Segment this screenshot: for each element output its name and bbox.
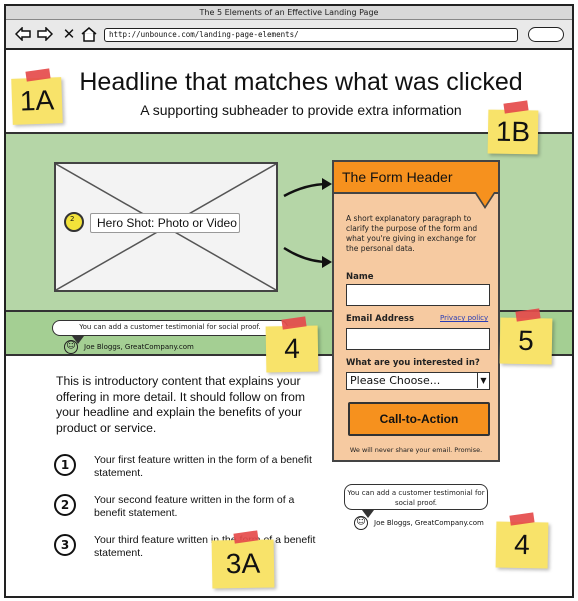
email-label: Email Address <box>346 314 415 324</box>
name-label: Name <box>346 272 374 282</box>
forward-arrow-icon[interactable] <box>36 25 54 43</box>
testimonial-author: Joe Bloggs, GreatCompany.com <box>84 343 194 351</box>
privacy-policy-link[interactable]: Privacy policy <box>440 314 489 322</box>
testimonial-bubble-2: You can add a customer testimonial for s… <box>344 484 488 510</box>
browser-window: The 5 Elements of an Effective Landing P… <box>4 4 574 598</box>
email-input[interactable] <box>346 328 490 350</box>
feature-text: Your first feature written in the form o… <box>94 454 312 479</box>
interest-select[interactable]: Please Choose... ▼ <box>346 372 490 390</box>
hero-label: Hero Shot: Photo or Video <box>90 213 240 233</box>
call-to-action-button[interactable]: Call-to-Action <box>348 402 490 436</box>
window-title: The 5 Elements of an Effective Landing P… <box>6 6 572 20</box>
form-intro: A short explanatory paragraph to clarify… <box>346 214 478 253</box>
feature-item: 2 Your second feature written in the for… <box>54 494 324 524</box>
smiley-icon: ☺ <box>64 340 78 354</box>
select-value: Please Choose... <box>350 374 441 387</box>
arrows-icon <box>283 178 332 268</box>
feature-text: Your third feature written in the form o… <box>94 534 316 559</box>
sticky-note-3a: 3A <box>211 539 275 589</box>
page-subheader: A supporting subheader to provide extra … <box>140 102 462 118</box>
chevron-down-icon[interactable]: ▼ <box>477 373 489 388</box>
url-bar[interactable]: http://unbounce.com/landing-page-element… <box>104 28 518 42</box>
form-footer-note: We will never share your email. Promise. <box>349 446 483 454</box>
name-input[interactable] <box>346 284 490 306</box>
browser-toolbar: ✕ http://unbounce.com/landing-page-eleme… <box>6 20 572 50</box>
bubble-tail <box>72 336 84 344</box>
close-icon[interactable]: ✕ <box>62 25 76 43</box>
feature-number: 3 <box>54 534 76 556</box>
form-header: The Form Header <box>332 160 500 194</box>
interest-label: What are you interested in? <box>346 358 480 368</box>
page-headline: Headline that matches what was clicked <box>79 68 523 96</box>
bubble-tail-2 <box>362 510 374 518</box>
testimonial-bubble: You can add a customer testimonial for s… <box>52 320 288 336</box>
testimonial-author-2: Joe Bloggs, GreatCompany.com <box>374 519 484 527</box>
sticky-note-5: 5 <box>499 317 553 365</box>
form-header-notch-fill <box>476 192 494 206</box>
home-icon[interactable] <box>80 25 98 43</box>
search-field[interactable] <box>528 27 564 42</box>
sticky-note-1b: 1B <box>487 109 539 155</box>
sticky-note-4b: 4 <box>495 521 549 569</box>
sticky-note-1a: 1A <box>11 77 63 125</box>
feature-number: 1 <box>54 454 76 476</box>
feature-item: 1 Your first feature written in the form… <box>54 454 324 484</box>
smiley-icon-2: ☺ <box>354 516 368 530</box>
sticky-note-4: 4 <box>265 325 319 373</box>
intro-paragraph: This is introductory content that explai… <box>56 374 306 435</box>
lead-form: The Form Header A short explanatory para… <box>332 160 500 462</box>
feature-text: Your second feature written in the form … <box>94 494 295 519</box>
back-arrow-icon[interactable] <box>14 25 32 43</box>
hero-number-badge: 2 <box>64 212 84 232</box>
feature-item: 3 Your third feature written in the form… <box>54 534 324 564</box>
feature-number: 2 <box>54 494 76 516</box>
